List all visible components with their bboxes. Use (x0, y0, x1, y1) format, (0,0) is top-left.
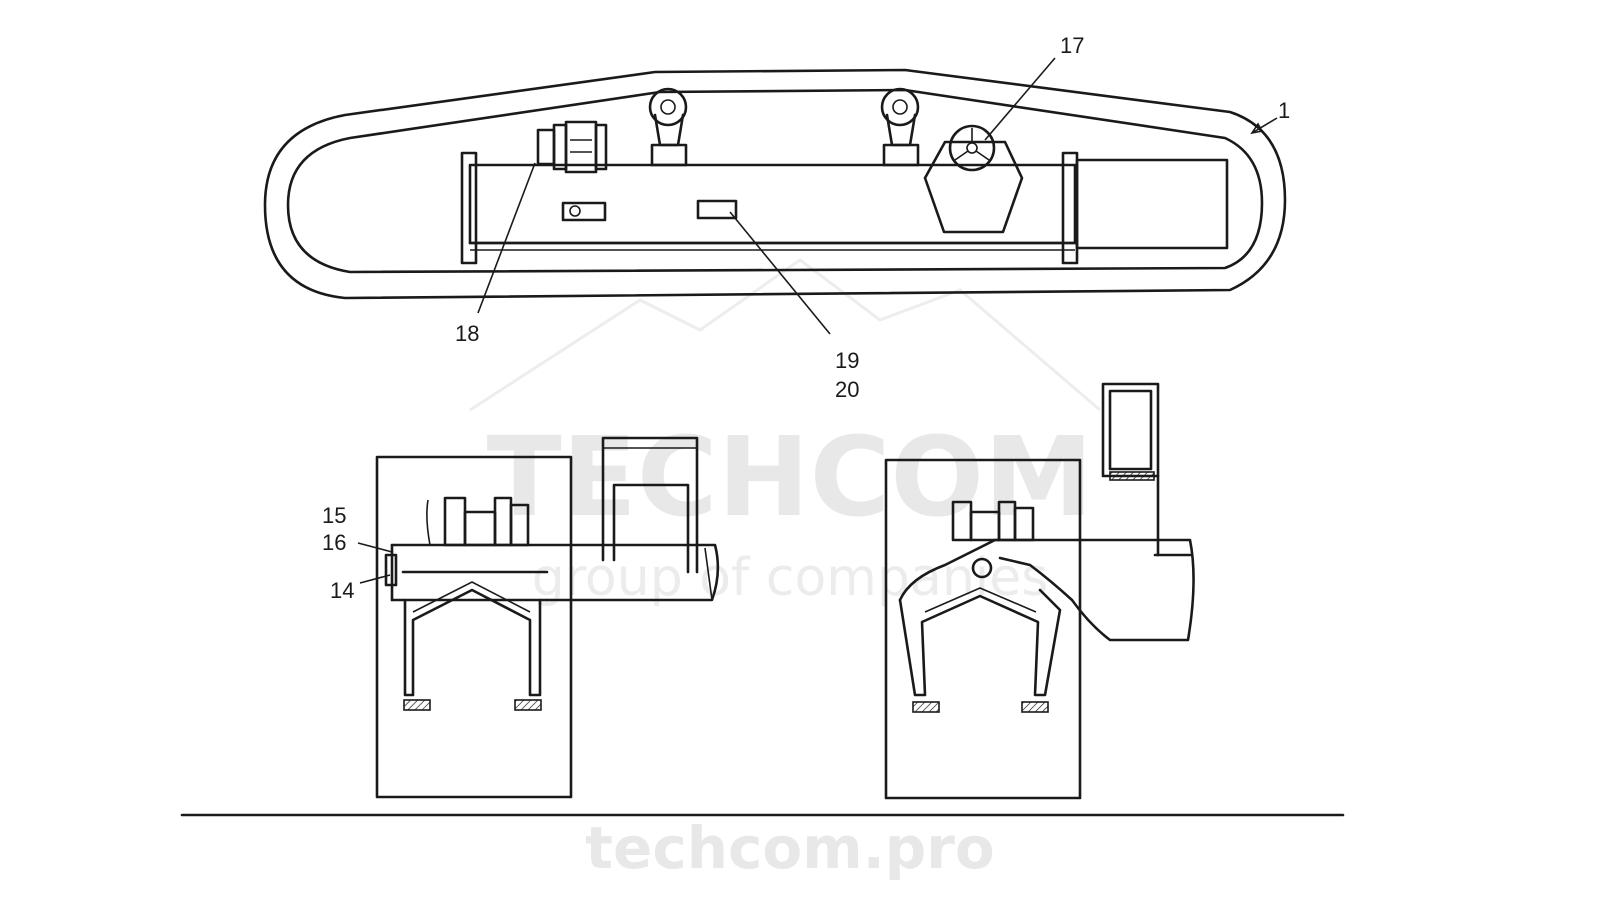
sensor-b (696, 199, 738, 220)
clamp-left (403, 588, 542, 697)
pivot-arm (898, 538, 1195, 642)
drive-block-left (443, 496, 467, 547)
pad-left-a (403, 699, 431, 711)
watermark-site: techcom.pro (585, 814, 994, 882)
label-18: 18 (455, 321, 479, 346)
pad-right-b (1021, 701, 1049, 713)
label-19: 19 (835, 348, 859, 373)
roller-cage (601, 436, 699, 574)
label-20: 20 (835, 377, 859, 402)
label-1: 1 (1278, 98, 1290, 123)
watermark: TECHCOM group of companies techcom.pro (469, 258, 1101, 882)
housing-left (375, 455, 573, 799)
leader-18 (477, 162, 536, 314)
cross-section-left (357, 436, 720, 799)
leader-17 (984, 57, 1056, 141)
label-17: 17 (1060, 33, 1084, 58)
idler-roller-left (648, 87, 688, 167)
tension-wheel (923, 124, 1024, 234)
clamp-right (898, 588, 1062, 697)
housing-right (884, 458, 1082, 800)
pad-right-a (912, 701, 940, 713)
drive-unit (536, 120, 608, 174)
idler-roller-right (880, 87, 920, 167)
cross-section-right (884, 382, 1195, 800)
pivot-hole (971, 557, 993, 579)
frame-end-left (460, 151, 478, 265)
track-assembly (263, 57, 1287, 335)
leader-1 (1251, 117, 1278, 134)
track-outer (263, 68, 1287, 300)
track-inner (286, 88, 1264, 274)
watermark-tagline: group of companies (532, 548, 1049, 608)
sensor-a (561, 201, 607, 222)
label-16: 16 (322, 530, 346, 555)
label-15: 15 (322, 503, 346, 528)
leader-19 (729, 211, 831, 335)
pad-left-b (514, 699, 542, 711)
label-14: 14 (330, 578, 354, 603)
watermark-brand: TECHCOM (487, 413, 1094, 541)
frame-extension (1075, 158, 1229, 250)
